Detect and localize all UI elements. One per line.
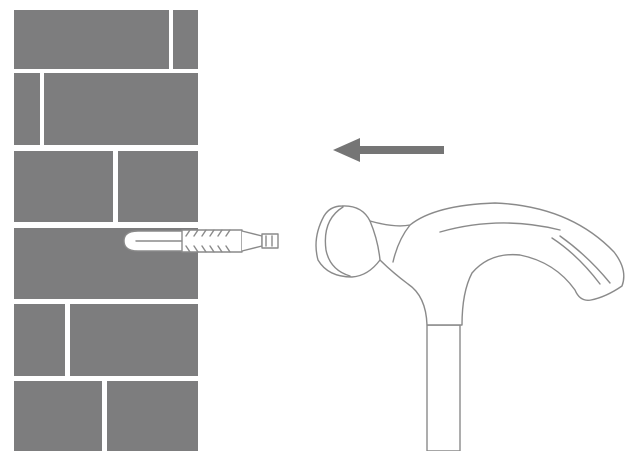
brick: [70, 304, 198, 376]
brick: [14, 151, 113, 222]
wall-plug-anchor-icon: [123, 229, 279, 253]
anchor-flange: [241, 230, 263, 252]
hammer-neck-line: [369, 220, 381, 261]
hammer-face-line: [324, 206, 351, 277]
arrow-shaft: [355, 146, 444, 154]
claw-hammer-icon: [315, 202, 625, 451]
brick: [14, 381, 102, 451]
anchor-ribs: [185, 229, 231, 253]
brick: [14, 73, 40, 145]
hammer-head: [315, 202, 625, 326]
hammer-claw-edge: [439, 222, 561, 233]
left-arrow-icon: [333, 138, 444, 162]
anchor-collar: [261, 233, 279, 249]
brick: [44, 73, 198, 145]
brick: [14, 304, 65, 376]
brick: [107, 381, 198, 451]
arrow-head: [333, 138, 360, 162]
hammer-neck-line-2: [392, 224, 411, 263]
brick: [118, 151, 198, 222]
brick: [173, 10, 198, 69]
hammer-claw-slot: [551, 235, 611, 285]
hammer-handle: [426, 324, 461, 451]
anchor-collar-line: [265, 235, 273, 247]
brick-wall-icon: [12, 8, 200, 451]
brick: [14, 10, 169, 69]
